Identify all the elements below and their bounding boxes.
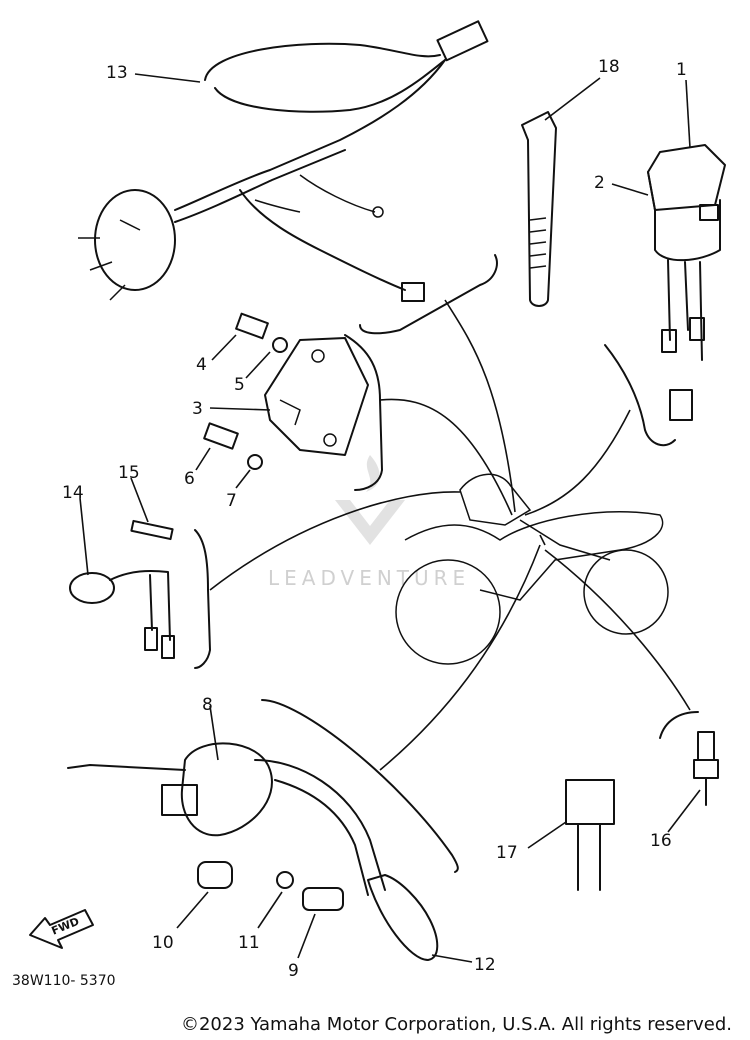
parts-diagram: LEADVENTURE [12, 20, 726, 989]
part-labels: 13 18 1 2 4 5 3 6 7 14 15 8 10 11 9 12 1… [12, 57, 687, 989]
watermark: LEADVENTURE [268, 455, 470, 590]
label-1: 1 [676, 60, 687, 80]
label-11: 11 [238, 933, 260, 953]
label-3: 3 [192, 399, 203, 419]
relay [565, 779, 615, 891]
label-10: 10 [152, 933, 174, 953]
label-5: 5 [234, 375, 245, 395]
label-18: 18 [598, 57, 620, 77]
cable-tie [521, 111, 557, 307]
motorcycle-outline [395, 473, 669, 665]
watermark-text: LEADVENTURE [268, 566, 470, 590]
brackets [194, 254, 699, 873]
copyright-notice: ©2023 Yamaha Motor Corporation, U.S.A. A… [180, 1014, 732, 1035]
drawing-code: 38W110- 5370 [12, 973, 116, 989]
cdi-unit [647, 144, 726, 421]
connection-lines [209, 299, 691, 771]
ignition-coil [67, 742, 439, 961]
label-7: 7 [226, 491, 237, 511]
label-12: 12 [474, 955, 496, 975]
fwd-label: FWD [50, 915, 82, 938]
regulator [203, 312, 369, 470]
label-8: 8 [202, 695, 213, 715]
label-14: 14 [62, 483, 84, 503]
wire-harness [78, 20, 489, 302]
spark-plug [693, 731, 719, 806]
label-15: 15 [118, 463, 140, 483]
label-4: 4 [196, 355, 207, 375]
label-16: 16 [650, 831, 672, 851]
label-17: 17 [496, 843, 518, 863]
label-9: 9 [288, 961, 299, 981]
label-13: 13 [106, 63, 128, 83]
callout-leaders [79, 73, 701, 963]
plug-cap [69, 519, 175, 659]
label-6: 6 [184, 469, 195, 489]
label-2: 2 [594, 173, 605, 193]
fwd-arrow-icon: FWD [29, 909, 94, 949]
